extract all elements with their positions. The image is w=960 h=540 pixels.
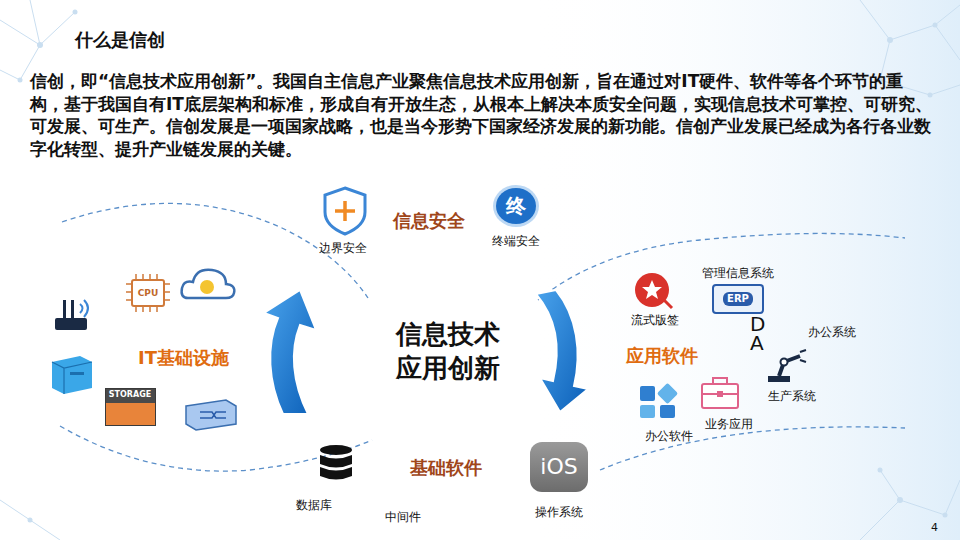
os-glyph: iOS [540,454,577,479]
storage-box: STORAGE [105,388,156,426]
category-label: 信息安全 [393,209,465,233]
icon-caption: 生产系统 [768,388,816,405]
glyph-letter: A [750,331,764,355]
slide-title: 什么是信创 [75,28,165,52]
cpu-chip: CPU [131,279,165,307]
storage-label: STORAGE [109,390,151,399]
terminal-badge: 终终端安全 [496,188,536,224]
database-icon [320,445,352,480]
intro-paragraph: 信创，即“信息技术应用创新”。我国自主信息产业聚焦信息技术应用创新，旨在通过对I… [30,70,935,160]
icon-caption: 中间件 [385,509,421,526]
category-label: 应用软件 [626,344,698,368]
erp-label: ERP [723,292,753,306]
dashed-curves [60,203,905,471]
category-label: IT基础设施 [138,346,229,370]
office-software-icon [640,383,678,418]
os-tile: iOS操作系统 [530,442,588,492]
center-title: 信息技术 应用创新 [390,318,506,386]
shield-icon [325,188,365,234]
down-arrow [536,290,588,412]
network-dots [18,10,948,523]
switch-icon [186,400,236,430]
robot-arm-icon [768,350,806,382]
icon-caption: 办公系统 [808,324,856,341]
category-label: 基础软件 [410,456,482,480]
cloud-icon [182,270,235,298]
icon-caption: 办公软件 [645,428,693,445]
icon-caption: 终端安全 [492,235,540,249]
erp-window: ERP管理信息系统 [712,284,764,314]
page-number: 4 [931,521,938,534]
icon-caption: 操作系统 [535,506,583,520]
icon-caption: 流式版签 [631,312,679,329]
red-badge-icon [635,273,672,308]
server-icon [52,356,92,394]
cpu-pins [126,274,170,312]
icon-caption: 边界安全 [319,240,367,257]
router-icon [55,300,88,330]
badge-glyph: 终 [506,195,526,218]
chip-label: CPU [138,288,159,298]
briefcase-icon [702,378,738,408]
icon-caption: 数据库 [296,497,332,514]
up-arrow [264,290,316,414]
icon-caption: 管理信息系统 [702,267,774,281]
icon-caption: 业务应用 [705,416,753,433]
